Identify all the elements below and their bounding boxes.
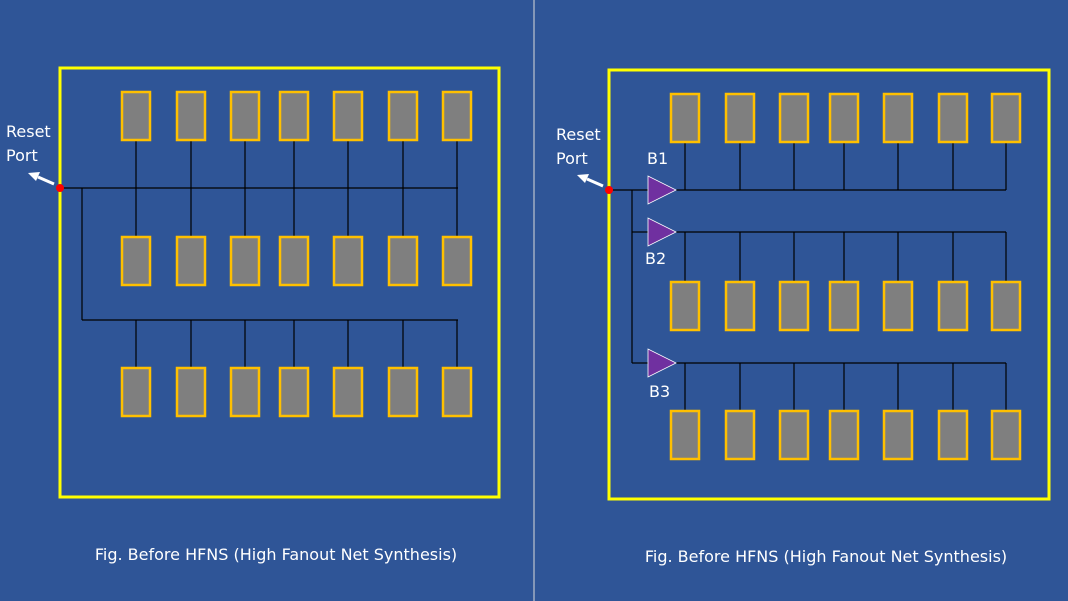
right-flipflop-cell <box>828 92 860 144</box>
left-cells <box>120 90 473 418</box>
left-flipflop-cell <box>332 366 364 418</box>
left-flipflop-cell <box>229 90 261 142</box>
left-panel: Reset Port Fig. Before HFNS (High Fanout… <box>6 66 501 564</box>
left-flipflop-cell <box>120 90 152 142</box>
right-wires <box>609 142 1007 411</box>
right-flipflop-cell <box>669 409 701 461</box>
left-flipflop-cell <box>387 90 419 142</box>
left-boundary <box>58 66 501 499</box>
right-cells <box>669 92 1022 461</box>
right-flipflop-cell <box>724 92 756 144</box>
left-flipflop-cell <box>175 90 207 142</box>
left-flipflop-cell <box>120 366 152 418</box>
left-flipflop-cell <box>441 366 473 418</box>
buffer-b2 <box>647 217 677 247</box>
right-port-label-line2: Port <box>556 149 588 168</box>
right-flipflop-cell <box>724 280 756 332</box>
right-port-label-line1: Reset <box>556 125 601 144</box>
buffer-b3 <box>647 348 677 378</box>
left-flipflop-cell <box>332 90 364 142</box>
right-caption: Fig. Before HFNS (High Fanout Net Synthe… <box>645 547 1007 566</box>
left-flipflop-cell <box>175 235 207 287</box>
right-flipflop-cell <box>990 280 1022 332</box>
buffer-b1-label: B1 <box>647 149 668 168</box>
right-flipflop-cell <box>882 92 914 144</box>
right-flipflop-cell <box>828 409 860 461</box>
left-port-label-line1: Reset <box>6 122 51 141</box>
left-flipflop-cell <box>278 90 310 142</box>
left-reset-port <box>56 184 64 192</box>
left-flipflop-cell <box>387 235 419 287</box>
right-flipflop-cell <box>669 92 701 144</box>
right-flipflop-cell <box>937 409 969 461</box>
right-flipflop-cell <box>669 280 701 332</box>
right-flipflop-cell <box>937 92 969 144</box>
right-panel: B1 B2 B3 Reset Port Fig. Before HFNS (Hi… <box>556 68 1051 566</box>
right-reset-port <box>605 186 613 194</box>
right-flipflop-cell <box>990 409 1022 461</box>
left-caption: Fig. Before HFNS (High Fanout Net Synthe… <box>95 545 457 564</box>
right-flipflop-cell <box>778 280 810 332</box>
left-port-label-line2: Port <box>6 146 38 165</box>
buffer-b1 <box>647 175 677 205</box>
left-flipflop-cell <box>332 235 364 287</box>
buffer-b3-label: B3 <box>649 382 670 401</box>
right-flipflop-cell <box>828 280 860 332</box>
left-flipflop-cell <box>278 235 310 287</box>
right-flipflop-cell <box>882 280 914 332</box>
left-flipflop-cell <box>441 90 473 142</box>
right-flipflop-cell <box>990 92 1022 144</box>
left-flipflop-cell <box>229 235 261 287</box>
right-flipflop-cell <box>724 409 756 461</box>
buffer-b2-label: B2 <box>645 249 666 268</box>
left-flipflop-cell <box>278 366 310 418</box>
left-flipflop-cell <box>175 366 207 418</box>
right-flipflop-cell <box>882 409 914 461</box>
left-port-arrow <box>28 172 55 186</box>
left-wires <box>60 140 458 368</box>
left-flipflop-cell <box>229 366 261 418</box>
right-port-arrow <box>577 174 604 188</box>
left-flipflop-cell <box>120 235 152 287</box>
right-boundary <box>607 68 1051 501</box>
right-flipflop-cell <box>778 92 810 144</box>
left-flipflop-cell <box>441 235 473 287</box>
right-flipflop-cell <box>778 409 810 461</box>
right-flipflop-cell <box>937 280 969 332</box>
left-flipflop-cell <box>387 366 419 418</box>
